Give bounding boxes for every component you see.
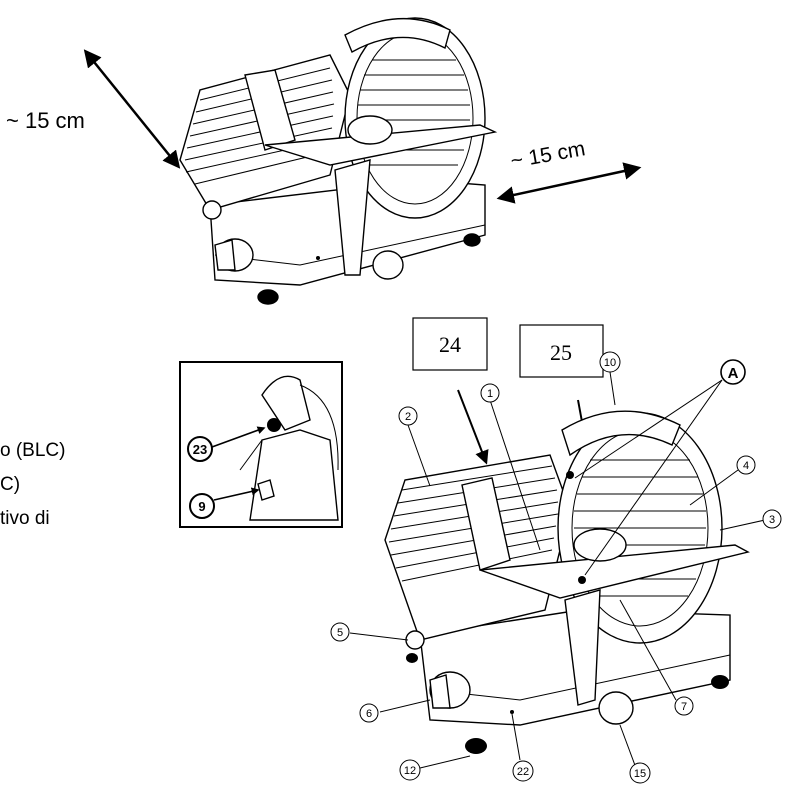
callout-15: 15 — [634, 768, 646, 780]
side-clearance-arrow — [496, 162, 642, 204]
top-slicer-drawing — [179, 17, 498, 305]
callout-6: 6 — [366, 708, 372, 720]
callout-1: 1 — [487, 388, 493, 400]
callout-9: 9 — [198, 499, 205, 514]
detail-inset: 23 9 — [179, 361, 343, 528]
callout-9-circle — [189, 493, 215, 519]
callout-7: 7 — [681, 701, 687, 713]
callout-5: 5 — [337, 627, 343, 639]
text-fragment-1: o (BLC) — [0, 440, 65, 461]
callout-12: 12 — [404, 765, 416, 777]
callout-4: 4 — [743, 460, 749, 472]
callout-23: 23 — [193, 442, 207, 457]
rear-clearance-label: ~ 15 cm — [6, 108, 85, 133]
box-25 — [519, 324, 604, 378]
callout-22: 22 — [517, 766, 529, 778]
text-fragment-2: C) — [0, 474, 20, 495]
rear-clearance-arrow — [83, 49, 181, 169]
callout-a: A — [728, 365, 739, 382]
callout-23-circle — [187, 436, 213, 462]
callout-3: 3 — [769, 514, 775, 526]
box-24-label: 24 — [439, 332, 461, 357]
side-clearance-label: ~ 15 cm — [509, 137, 587, 173]
callout-2: 2 — [405, 411, 411, 423]
callout-10: 10 — [604, 357, 616, 369]
box-24 — [412, 317, 488, 371]
callouts: 1 2 3 4 5 6 7 10 12 15 22 A — [330, 351, 782, 784]
box-25-label: 25 — [550, 340, 572, 365]
text-fragment-3: tivo di — [0, 508, 50, 529]
bottom-slicer-drawing — [384, 410, 750, 754]
leader-lines — [349, 371, 766, 769]
inset-knob-23 — [267, 418, 281, 432]
